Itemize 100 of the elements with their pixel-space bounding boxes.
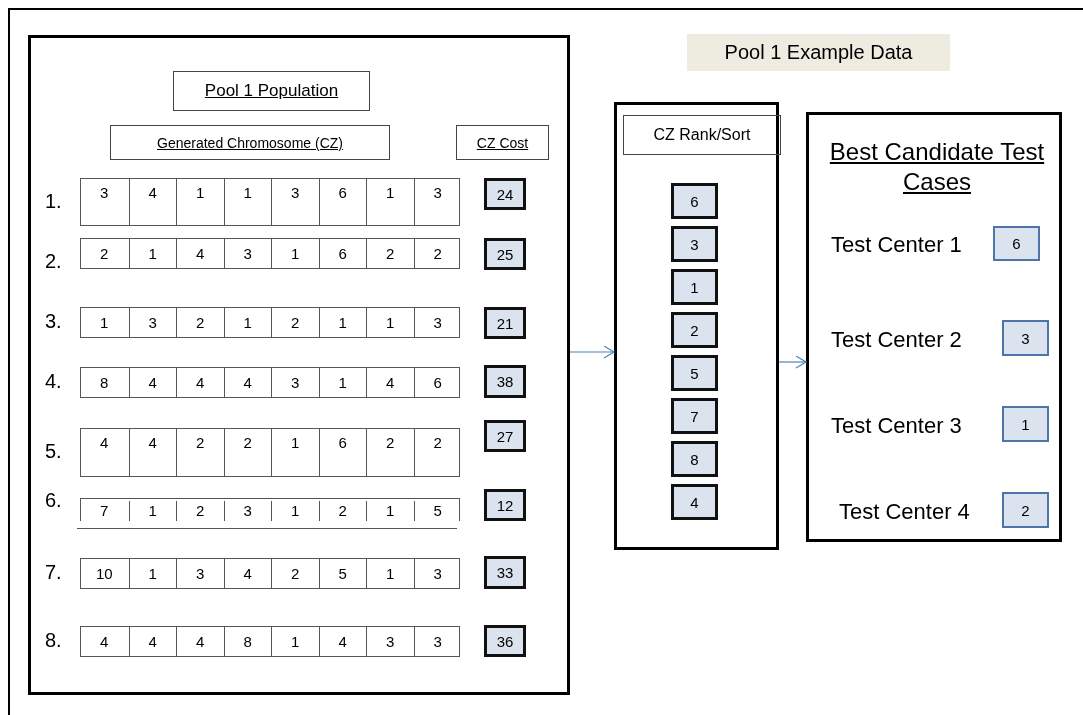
gene-value: 3	[271, 179, 319, 225]
gene-value: 1	[176, 179, 224, 225]
result-box: 3	[1002, 320, 1049, 356]
chromosome-row	[80, 238, 460, 269]
column-header: CZ Cost	[456, 125, 549, 160]
test-center-label: Test Center 4	[839, 498, 970, 526]
cost-box: 25	[484, 238, 526, 270]
gene-value: 5	[318, 559, 366, 588]
panel-frame	[614, 102, 779, 550]
gene-value: 4	[223, 368, 271, 397]
row-number: 7.	[45, 560, 62, 585]
row-number: 6.	[45, 488, 62, 513]
rank-box: 4	[671, 484, 718, 520]
gene-value: 4	[128, 368, 176, 397]
gene-value: 1	[128, 239, 176, 268]
gene-value: 2	[366, 429, 414, 476]
gene-value: 3	[271, 368, 319, 397]
test-center-label: Test Center 1	[831, 231, 962, 259]
gene-value: 4	[176, 368, 224, 397]
gene-value: 1	[366, 308, 414, 337]
gene-value: 1	[318, 368, 366, 397]
cost-box: 12	[484, 489, 526, 521]
gene-value: 2	[176, 429, 224, 476]
chromosome-row	[80, 307, 460, 338]
gene-value: 2	[413, 429, 461, 476]
gene-value: 3	[99, 183, 110, 203]
arrow	[569, 345, 615, 359]
chromosome-row	[80, 626, 460, 657]
panel-frame	[806, 112, 1062, 542]
title-box: Pool 1 Population	[173, 71, 370, 111]
rank-box: 3	[671, 226, 718, 262]
gene-value: 3	[413, 179, 461, 225]
gene-value: 2	[413, 239, 461, 268]
gene-value: 1	[128, 501, 176, 521]
arrow	[778, 355, 807, 369]
gene-value: 2	[223, 429, 271, 476]
column-header: CZ Rank/Sort	[623, 115, 781, 155]
row-number: 5.	[45, 439, 62, 464]
gene-value: 6	[318, 179, 366, 225]
gene-value: 8	[223, 627, 271, 656]
gene-value: 1	[223, 179, 271, 225]
gene-value: 3	[176, 559, 224, 588]
panel-frame	[28, 35, 570, 695]
gene-value: 1	[366, 179, 414, 225]
gene-value: 7	[99, 501, 110, 521]
gene-value: 4	[176, 627, 224, 656]
chromosome-row	[80, 367, 460, 398]
rank-box: 7	[671, 398, 718, 434]
gene-value: 6	[318, 239, 366, 268]
gene-value: 2	[318, 501, 366, 521]
gene-value: 3	[366, 627, 414, 656]
gene-value: 1	[271, 627, 319, 656]
cost-box: 36	[484, 625, 526, 657]
chromosome-row	[80, 558, 460, 589]
gene-value: 2	[366, 239, 414, 268]
gene-value: 4	[99, 433, 110, 453]
gene-value: 3	[413, 308, 461, 337]
gene-value: 1	[318, 308, 366, 337]
rank-box: 2	[671, 312, 718, 348]
column-header: Generated Chromosome (CZ)	[110, 125, 390, 160]
gene-value: 1	[223, 308, 271, 337]
gene-value: 2	[176, 501, 224, 521]
rank-box: 8	[671, 441, 718, 477]
row-number: 8.	[45, 628, 62, 653]
gene-value: 1	[271, 429, 319, 476]
gene-value: 6	[318, 429, 366, 476]
gene-value: 2	[99, 244, 110, 264]
cost-box: 33	[484, 556, 526, 589]
cost-box: 38	[484, 365, 526, 398]
gene-value: 10	[94, 564, 114, 584]
gene-value: 4	[318, 627, 366, 656]
rank-box: 5	[671, 355, 718, 391]
cost-box: 24	[484, 178, 526, 210]
rank-box: 6	[671, 183, 718, 219]
gene-value: 4	[176, 239, 224, 268]
section-banner: Pool 1 Example Data	[687, 34, 950, 71]
gene-value: 1	[271, 501, 319, 521]
row-number: 1.	[45, 189, 62, 214]
gene-value: 1	[366, 559, 414, 588]
gene-value: 4	[223, 559, 271, 588]
gene-value: 3	[413, 627, 461, 656]
gene-value: 5	[413, 501, 461, 521]
row-number: 4.	[45, 369, 62, 394]
test-center-label: Test Center 3	[831, 412, 962, 440]
gene-value: 3	[223, 501, 271, 521]
panel-heading: Best Candidate Test Cases	[828, 137, 1046, 197]
gene-value: 1	[271, 239, 319, 268]
gene-value: 6	[413, 368, 461, 397]
cost-box: 27	[484, 420, 526, 452]
gene-value: 4	[99, 632, 110, 652]
gene-value: 4	[128, 627, 176, 656]
result-box: 6	[993, 226, 1040, 261]
gene-value: 2	[271, 308, 319, 337]
result-box: 1	[1002, 406, 1049, 442]
chromosome-row	[80, 498, 460, 521]
chromosome-row	[80, 178, 460, 226]
gene-value: 4	[128, 179, 176, 225]
gene-value: 3	[223, 239, 271, 268]
row-number: 3.	[45, 309, 62, 334]
gene-value: 3	[128, 308, 176, 337]
